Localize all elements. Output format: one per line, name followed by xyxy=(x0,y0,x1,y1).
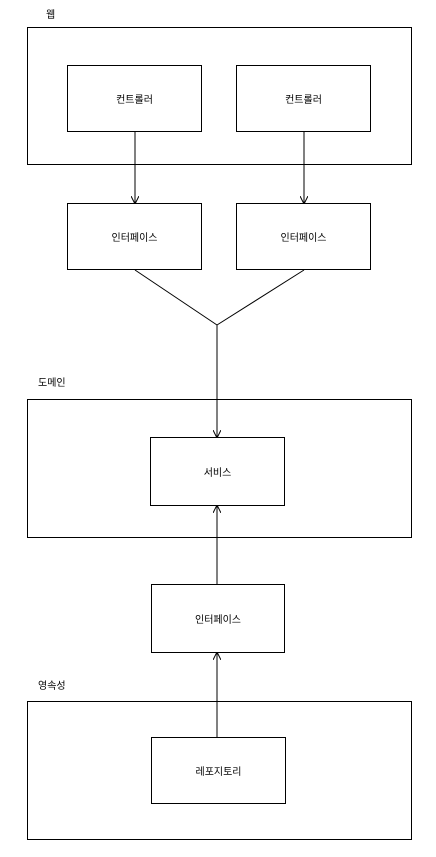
repository-node: 레포지토리 xyxy=(151,737,286,804)
persistence-layer-box xyxy=(27,701,412,840)
persistence-layer-label: 영속성 xyxy=(38,681,66,692)
web-interface-left-node: 인터페이스 xyxy=(67,203,202,270)
repository-label: 레포지토리 xyxy=(195,767,242,778)
web-layer-box xyxy=(27,27,412,165)
domain-layer-label: 도메인 xyxy=(38,378,66,389)
persistence-interface-node: 인터페이스 xyxy=(151,584,285,653)
line-interface-left-to-junction xyxy=(134,269,218,326)
web-layer-label: 웹 xyxy=(46,10,56,21)
service-label: 서비스 xyxy=(203,468,232,479)
web-interface-right-label: 인터페이스 xyxy=(280,233,327,244)
domain-layer-box xyxy=(27,399,412,538)
controller-right-label: 컨트롤러 xyxy=(285,95,322,106)
controller-left-label: 컨트롤러 xyxy=(116,95,153,106)
service-node: 서비스 xyxy=(150,437,285,506)
persistence-interface-label: 인터페이스 xyxy=(195,615,241,626)
controller-right-node: 컨트롤러 xyxy=(236,65,371,132)
web-interface-left-label: 인터페이스 xyxy=(111,233,158,244)
controller-left-node: 컨트롤러 xyxy=(67,65,202,132)
web-interface-right-node: 인터페이스 xyxy=(236,203,371,270)
line-interface-right-to-junction xyxy=(216,269,305,326)
